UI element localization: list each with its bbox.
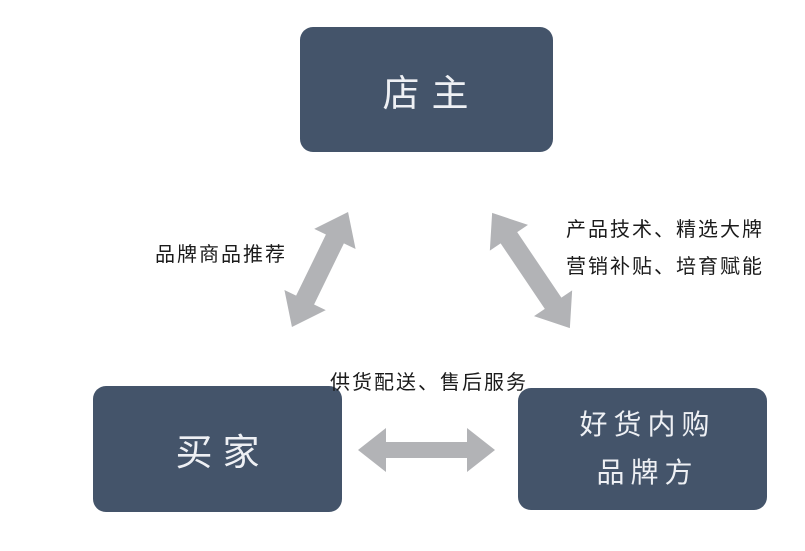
edge-label-owner-brand: 产品技术、精选大牌 营销补贴、培育赋能 <box>566 211 764 285</box>
double-arrow-owner-buyer-icon <box>284 211 356 328</box>
edge-label-buyer-brand-text: 供货配送、售后服务 <box>330 370 528 394</box>
node-shop-owner: 店主 <box>300 27 553 152</box>
double-arrow-buyer-brand-icon <box>358 428 495 472</box>
edge-label-owner-buyer-text: 品牌商品推荐 <box>155 242 287 266</box>
node-brand-party-label-line1: 好货内购 <box>579 408 716 441</box>
node-shop-owner-label: 店主 <box>382 71 481 115</box>
node-buyer-label: 买家 <box>175 431 270 474</box>
double-arrow-owner-brand-icon <box>489 212 573 329</box>
node-brand-party-label-line2: 品牌方 <box>596 456 699 489</box>
node-buyer: 买家 <box>93 386 342 512</box>
edge-label-owner-brand-line1: 产品技术、精选大牌 <box>566 217 764 241</box>
edge-label-owner-buyer: 品牌商品推荐 <box>155 238 287 267</box>
edge-label-owner-brand-line2: 营销补贴、培育赋能 <box>566 254 764 278</box>
edge-label-buyer-brand: 供货配送、售后服务 <box>330 366 528 395</box>
node-brand-party: 好货内购 品牌方 <box>518 388 767 510</box>
